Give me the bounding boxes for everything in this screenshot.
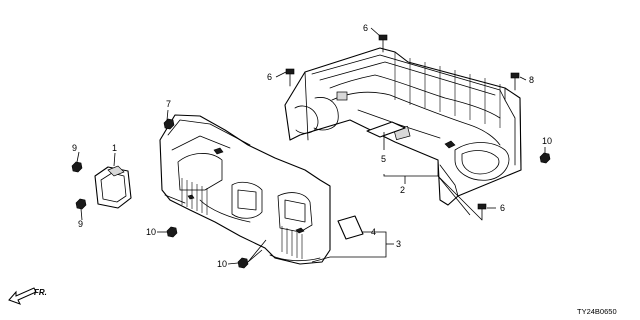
- front-direction-indicator: FR.: [8, 287, 47, 305]
- leader-lines: [76, 27, 546, 265]
- callout-7: 7: [166, 99, 171, 109]
- rear-panel-lining: [159, 114, 331, 265]
- nut-part-9-lower: [75, 198, 87, 210]
- plate-part-4: [337, 215, 364, 240]
- nut-part-9-upper: [71, 161, 83, 173]
- callout-6-top: 6: [363, 23, 368, 33]
- callout-1: 1: [112, 143, 117, 153]
- cover-part-1: [94, 165, 132, 209]
- callout-5: 5: [381, 154, 386, 164]
- bolt-part-6-right: [477, 203, 487, 221]
- callout-9-lower: 9: [78, 219, 83, 229]
- callout-6-left: 6: [267, 72, 272, 82]
- callout-8: 8: [529, 75, 534, 85]
- bolt-part-6-top: [378, 34, 388, 53]
- callout-3: 3: [396, 239, 401, 249]
- callout-10-bottom: 10: [217, 259, 227, 269]
- callout-10-left: 10: [146, 227, 156, 237]
- bolt-part-7: [163, 118, 175, 130]
- callouts: 6 6 8 7 9 1 9 5 2 10 6 10 4 3 10: [72, 23, 552, 269]
- callout-6-right: 6: [500, 203, 505, 213]
- plate-part-5: [366, 121, 406, 138]
- callout-9-upper: 9: [72, 143, 77, 153]
- arrow-left-icon: [8, 287, 37, 305]
- nut-part-10-bottom: [237, 257, 249, 269]
- callout-10-right: 10: [542, 136, 552, 146]
- nut-part-10-left: [166, 226, 178, 238]
- callout-4: 4: [371, 227, 376, 237]
- bolt-part-6-left: [285, 68, 295, 87]
- drawing-code: TY24B0650: [577, 307, 617, 316]
- callout-2: 2: [400, 185, 405, 195]
- nut-part-10-right: [539, 152, 551, 164]
- bolt-part-8: [510, 72, 520, 91]
- orientation-label: FR.: [34, 288, 47, 297]
